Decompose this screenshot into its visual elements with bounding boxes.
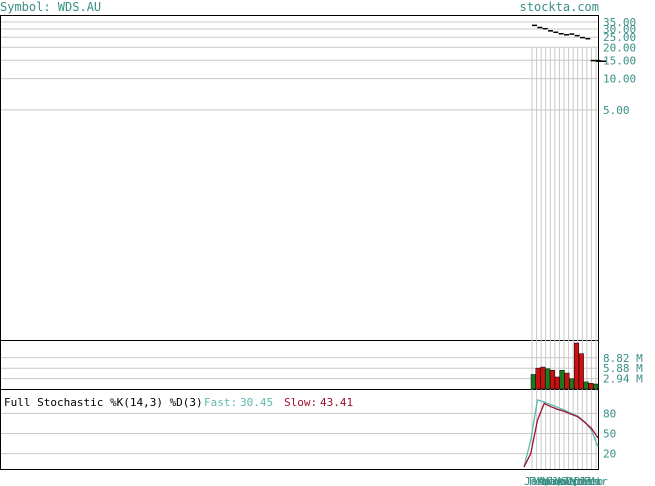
volume-tick-label: 5.88 M xyxy=(603,362,643,375)
volume-bar xyxy=(573,342,580,390)
volume-tick-label: 8.82 M xyxy=(603,352,643,365)
volume-tick-label: 2.94 M xyxy=(603,373,643,386)
x-tick-label: Aug xyxy=(556,475,576,486)
site-label[interactable]: stockta.com xyxy=(519,0,599,14)
volume-bar xyxy=(559,369,565,390)
price-tick-label: 35.00 xyxy=(603,16,636,29)
price-tick-label: 10.00 xyxy=(603,73,636,86)
price-tick-label: 25.00 xyxy=(603,31,636,44)
stochastic-tick-label: 80 xyxy=(603,407,616,420)
volume-bar xyxy=(540,366,546,390)
x-tick-label: Feb xyxy=(529,475,549,486)
x-tick-label: Apr xyxy=(538,475,558,486)
x-tick-label: Jun xyxy=(547,475,567,486)
stochastic-title: Full Stochastic %K(14,3) %D(3) xyxy=(4,396,203,409)
volume-bar xyxy=(588,383,594,390)
slow-value: 43.41 xyxy=(320,396,353,409)
price-tick-label: 15.00 xyxy=(603,54,636,67)
fast-value: 30.45 xyxy=(240,396,273,409)
x-tick-label: Jan xyxy=(579,475,599,486)
price-tick-label: 20.00 xyxy=(603,41,636,54)
x-tick-label: Mar xyxy=(533,475,553,486)
volume-panel xyxy=(0,340,599,390)
volume-bar xyxy=(549,369,556,390)
price-panel xyxy=(0,15,599,341)
stochastic-tick-label: 50 xyxy=(603,428,616,441)
price-tick-label: 30.00 xyxy=(603,23,636,36)
fast-label: Fast: xyxy=(204,396,237,409)
stochastic-lines xyxy=(523,399,599,468)
volume-bar xyxy=(569,378,575,390)
symbol-label: Symbol: WDS.AU xyxy=(0,0,102,14)
x-tick-label: Dec xyxy=(574,475,594,486)
volume-grid xyxy=(1,357,598,380)
x-tick-label: Mar xyxy=(588,475,608,486)
month-gridlines xyxy=(531,48,597,469)
x-tick-label: Oct xyxy=(565,475,585,486)
price-tick-label: 5.00 xyxy=(603,104,630,117)
x-tick-label: Feb xyxy=(583,475,603,486)
stochastic-tick-label: 20 xyxy=(603,448,616,461)
x-tick-label: Sep xyxy=(561,475,581,486)
volume-bar xyxy=(583,381,589,390)
volume-bar xyxy=(535,367,541,390)
volume-bar xyxy=(564,372,570,390)
price-grid xyxy=(1,21,598,111)
stochastic-grid xyxy=(1,412,598,455)
volume-bar xyxy=(530,374,536,390)
x-tick-label: Jul xyxy=(551,475,571,486)
volume-bar xyxy=(545,368,551,390)
volume-bars xyxy=(530,342,599,390)
stochastic-panel xyxy=(0,389,599,470)
x-tick-label: Nov xyxy=(570,475,590,486)
slow-label: Slow: xyxy=(284,396,317,409)
slow-line xyxy=(523,402,599,468)
volume-bar xyxy=(578,353,584,390)
volume-bar xyxy=(593,383,599,390)
x-tick-label: May xyxy=(542,475,562,486)
axis-labels: 35.0030.0025.0020.0015.0010.005.00JanFeb… xyxy=(524,16,643,486)
price-marks xyxy=(532,24,606,62)
x-tick-label: Jan xyxy=(524,475,544,486)
volume-bar xyxy=(554,376,560,390)
